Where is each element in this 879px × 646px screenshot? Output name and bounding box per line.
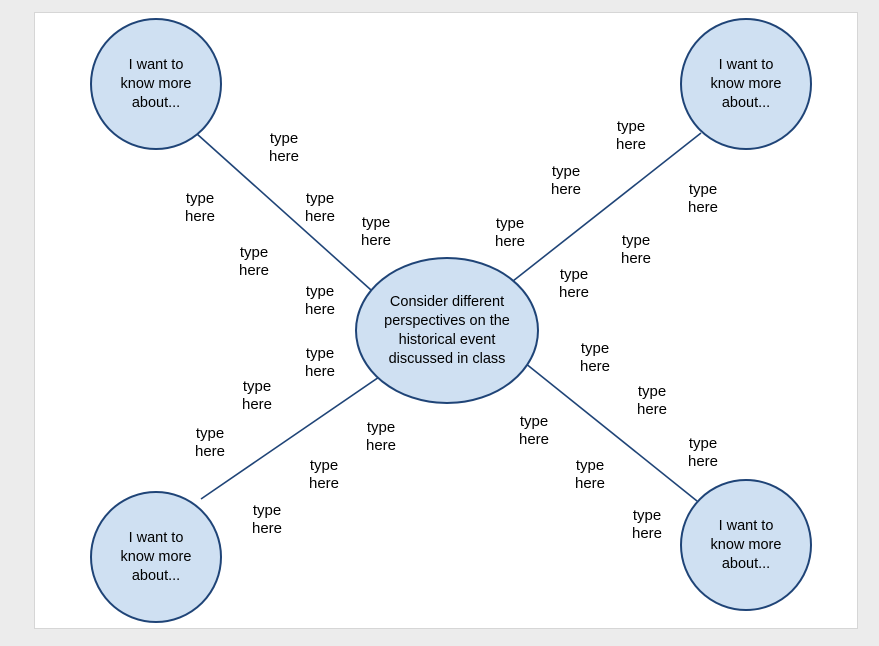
type-here-placeholder[interactable]: type here xyxy=(574,457,606,492)
type-here-placeholder[interactable]: type here xyxy=(631,507,663,542)
type-here-placeholder[interactable]: type here xyxy=(268,130,300,165)
type-here-placeholder[interactable]: type here xyxy=(615,118,647,153)
prompt-bubble-bottom-left[interactable]: I want to know more about... xyxy=(90,491,222,623)
type-here-placeholder[interactable]: type here xyxy=(579,340,611,375)
connector-bottom-right xyxy=(524,362,698,502)
type-here-placeholder[interactable]: type here xyxy=(365,419,397,454)
connector-top-left xyxy=(196,133,372,291)
connector-lines xyxy=(196,132,702,502)
prompt-text-bottom-right: I want to know more about... xyxy=(710,517,782,572)
type-here-placeholder[interactable]: type here xyxy=(308,457,340,492)
mind-map-canvas: I want to know more about... I want to k… xyxy=(34,12,858,629)
prompt-bubble-bottom-right[interactable]: I want to know more about... xyxy=(680,479,812,611)
type-here-placeholder[interactable]: type here xyxy=(251,502,283,537)
connector-top-right xyxy=(512,132,702,282)
prompt-text-bottom-left: I want to know more about... xyxy=(120,529,192,584)
type-here-placeholder[interactable]: type here xyxy=(636,383,668,418)
type-here-placeholder[interactable]: type here xyxy=(304,283,336,318)
type-here-placeholder[interactable]: type here xyxy=(620,232,652,267)
prompt-bubble-top-left[interactable]: I want to know more about... xyxy=(90,18,222,150)
type-here-placeholder[interactable]: type here xyxy=(687,181,719,216)
type-here-placeholder[interactable]: type here xyxy=(518,413,550,448)
type-here-placeholder[interactable]: type here xyxy=(360,214,392,249)
type-here-placeholder[interactable]: type here xyxy=(238,244,270,279)
type-here-placeholder[interactable]: type here xyxy=(184,190,216,225)
type-here-placeholder[interactable]: type here xyxy=(558,266,590,301)
type-here-placeholder[interactable]: type here xyxy=(194,425,226,460)
central-topic-bubble[interactable]: Consider different perspectives on the h… xyxy=(355,257,539,404)
type-here-placeholder[interactable]: type here xyxy=(494,215,526,250)
connector-bottom-left xyxy=(200,374,383,500)
prompt-text-top-left: I want to know more about... xyxy=(120,56,192,111)
central-topic-text: Consider different perspectives on the h… xyxy=(384,293,510,367)
type-here-placeholder[interactable]: type here xyxy=(304,190,336,225)
prompt-bubble-top-right[interactable]: I want to know more about... xyxy=(680,18,812,150)
type-here-placeholder[interactable]: type here xyxy=(304,345,336,380)
type-here-placeholder[interactable]: type here xyxy=(241,378,273,413)
type-here-placeholder[interactable]: type here xyxy=(550,163,582,198)
type-here-placeholder[interactable]: type here xyxy=(687,435,719,470)
prompt-text-top-right: I want to know more about... xyxy=(710,56,782,111)
